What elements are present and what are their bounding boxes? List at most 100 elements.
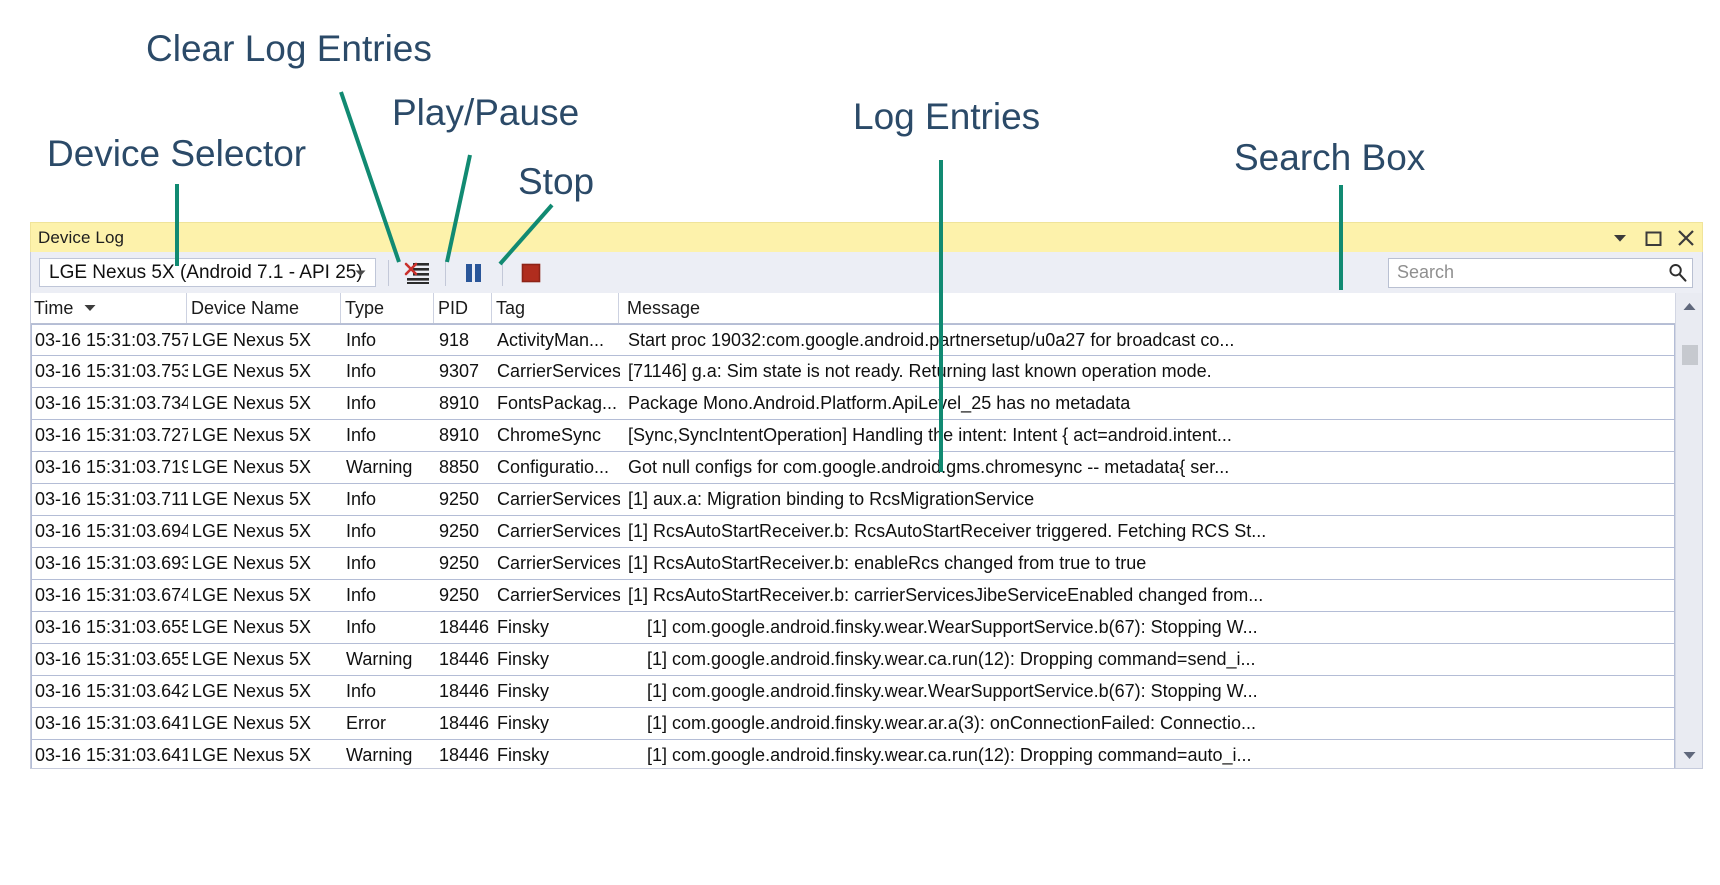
cell-pid: 9250 (439, 553, 480, 573)
cell-message: [1] RcsAutoStartReceiver.b: carrierServi… (628, 585, 1264, 605)
cell-time: 03-16 15:31:03.641 (35, 713, 188, 733)
cell-tag: Configuratio... (497, 457, 610, 477)
cell-message: [Sync,SyncIntentOperation] Handling the … (628, 425, 1232, 445)
scroll-down-arrow-icon[interactable] (1676, 742, 1703, 768)
column-header-tag[interactable]: Tag (492, 293, 619, 323)
cell-time: 03-16 15:31:03.734 (35, 393, 188, 413)
cell-pid: 9250 (439, 585, 480, 605)
device-log-toolbar: LGE Nexus 5X (Android 7.1 - API 25) (30, 252, 1703, 293)
cell-tag: CarrierServices (497, 521, 620, 541)
cell-message: [1] RcsAutoStartReceiver.b: RcsAutoStart… (628, 521, 1267, 541)
cell-message: [1] RcsAutoStartReceiver.b: enableRcs ch… (628, 553, 1147, 573)
cell-tag: Finsky (497, 713, 550, 733)
search-box[interactable] (1388, 257, 1693, 288)
scrollbar-thumb[interactable] (1681, 345, 1698, 365)
cell-type: Info (346, 393, 377, 413)
cell-type: Warning (346, 457, 413, 477)
cell-tag: CarrierServices (497, 585, 620, 605)
stop-button[interactable] (515, 258, 547, 288)
cell-time: 03-16 15:31:03.711 (35, 489, 188, 509)
cell-time: 03-16 15:31:03.719 (35, 457, 188, 477)
cell-message: Got null configs for com.google.android.… (628, 457, 1230, 477)
cell-tag: Finsky (497, 745, 550, 765)
cell-message: [1] com.google.android.finsky.wear.WearS… (647, 617, 1258, 637)
column-header-device-name[interactable]: Device Name (187, 293, 341, 323)
maximize-icon[interactable] (1643, 228, 1663, 248)
cell-tag: CarrierServices (497, 361, 620, 381)
cell-time: 03-16 15:31:03.674 (35, 585, 188, 605)
cell-time: 03-16 15:31:03.727 (35, 425, 188, 445)
scrollbar-track[interactable] (1676, 319, 1703, 742)
column-header-time[interactable]: Time (31, 293, 187, 323)
chevron-down-icon[interactable] (1610, 228, 1630, 248)
cell-tag: CarrierServices (497, 489, 620, 509)
cell-time: 03-16 15:31:03.641 (35, 745, 188, 765)
column-header-pid[interactable]: PID (434, 293, 492, 323)
toolbar-separator-3 (502, 259, 503, 286)
cell-time: 03-16 15:31:03.655 (35, 617, 188, 637)
cell-device-name: LGE Nexus 5X (192, 585, 312, 605)
cell-device-name: LGE Nexus 5X (192, 361, 312, 381)
cell-type: Info (346, 489, 377, 509)
cell-message: [1] com.google.android.finsky.wear.ar.a(… (647, 713, 1257, 733)
cell-time: 03-16 15:31:03.655 (35, 649, 188, 669)
cell-type: Info (346, 361, 377, 381)
cell-tag: Finsky (497, 617, 550, 637)
sort-descending-icon (84, 304, 96, 312)
window-titlebar: Device Log (30, 222, 1703, 252)
clear-log-entries-button[interactable] (401, 258, 433, 288)
cell-device-name: LGE Nexus 5X (192, 713, 312, 733)
cell-device-name: LGE Nexus 5X (192, 457, 312, 477)
vertical-scrollbar[interactable] (1675, 293, 1702, 768)
play-pause-button[interactable] (458, 258, 490, 288)
cell-message: [1] aux.a: Migration binding to RcsMigra… (628, 489, 1035, 509)
cell-time: 03-16 15:31:03.753 (35, 361, 188, 381)
cell-pid: 9307 (439, 361, 480, 381)
close-icon[interactable] (1676, 228, 1696, 248)
cell-time: 03-16 15:31:03.642 (35, 681, 188, 701)
cell-message: [1] com.google.android.finsky.wear.WearS… (647, 681, 1258, 701)
annotation-clear-log-entries: Clear Log Entries (146, 28, 432, 69)
search-input[interactable] (1389, 258, 1662, 287)
cell-time: 03-16 15:31:03.694 (35, 521, 188, 541)
cell-device-name: LGE Nexus 5X (192, 553, 312, 573)
cell-pid: 8850 (439, 457, 480, 477)
device-selector-dropdown[interactable]: LGE Nexus 5X (Android 7.1 - API 25) (39, 258, 376, 287)
column-header-type[interactable]: Type (341, 293, 434, 323)
cell-pid: 8910 (439, 393, 480, 413)
column-header-time-label: Time (34, 297, 74, 318)
cell-pid: 8910 (439, 425, 480, 445)
cell-device-name: LGE Nexus 5X (192, 745, 312, 765)
cell-pid: 18446 (439, 617, 490, 637)
cell-device-name: LGE Nexus 5X (192, 521, 312, 541)
cell-pid: 18446 (439, 713, 490, 733)
cell-message: [1] com.google.android.finsky.wear.ca.ru… (647, 649, 1256, 669)
column-header-message[interactable]: Message (627, 297, 701, 318)
cell-pid: 18446 (439, 649, 490, 669)
cell-type: Info (346, 553, 377, 573)
cell-type: Info (346, 681, 377, 701)
cell-time: 03-16 15:31:03.757 (35, 329, 188, 350)
scroll-up-arrow-icon[interactable] (1676, 293, 1703, 319)
search-icon[interactable] (1662, 259, 1692, 287)
cell-pid: 918 (439, 329, 470, 350)
toolbar-separator-1 (388, 259, 389, 286)
annotation-search-box: Search Box (1234, 137, 1426, 178)
cell-tag: ChromeSync (497, 425, 602, 445)
cell-device-name: LGE Nexus 5X (192, 425, 312, 445)
